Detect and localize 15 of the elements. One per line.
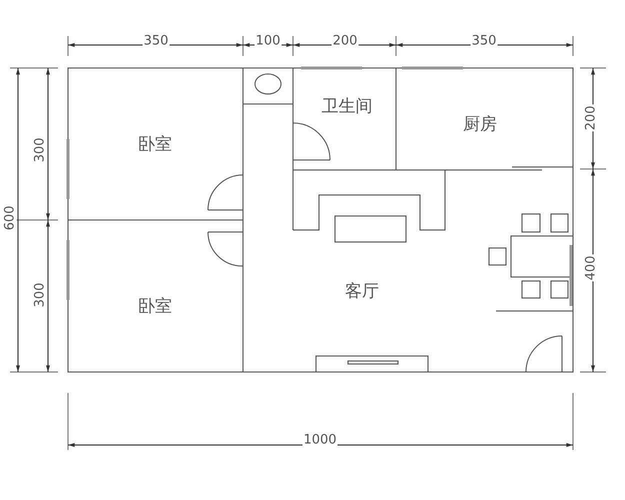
room-label: 客厅 — [345, 284, 379, 300]
dimension-label: 300 — [34, 136, 46, 164]
dimension-label: 300 — [34, 282, 46, 308]
dimension-label: 200 — [332, 34, 358, 48]
dimension-label: 350 — [142, 34, 170, 48]
dimension-label: 400 — [584, 254, 598, 282]
dimension-label: 350 — [470, 34, 498, 48]
room-label: 厨房 — [463, 116, 497, 134]
room-label: 卧室 — [138, 136, 172, 154]
dimension-label: 200 — [584, 104, 598, 132]
dimension-label: 600 — [4, 204, 16, 232]
dimension-label: 1000 — [302, 434, 338, 446]
room-label: 卧室 — [138, 298, 172, 316]
room-label: 卫生间 — [322, 98, 372, 116]
dimension-label: 100 — [254, 34, 282, 48]
